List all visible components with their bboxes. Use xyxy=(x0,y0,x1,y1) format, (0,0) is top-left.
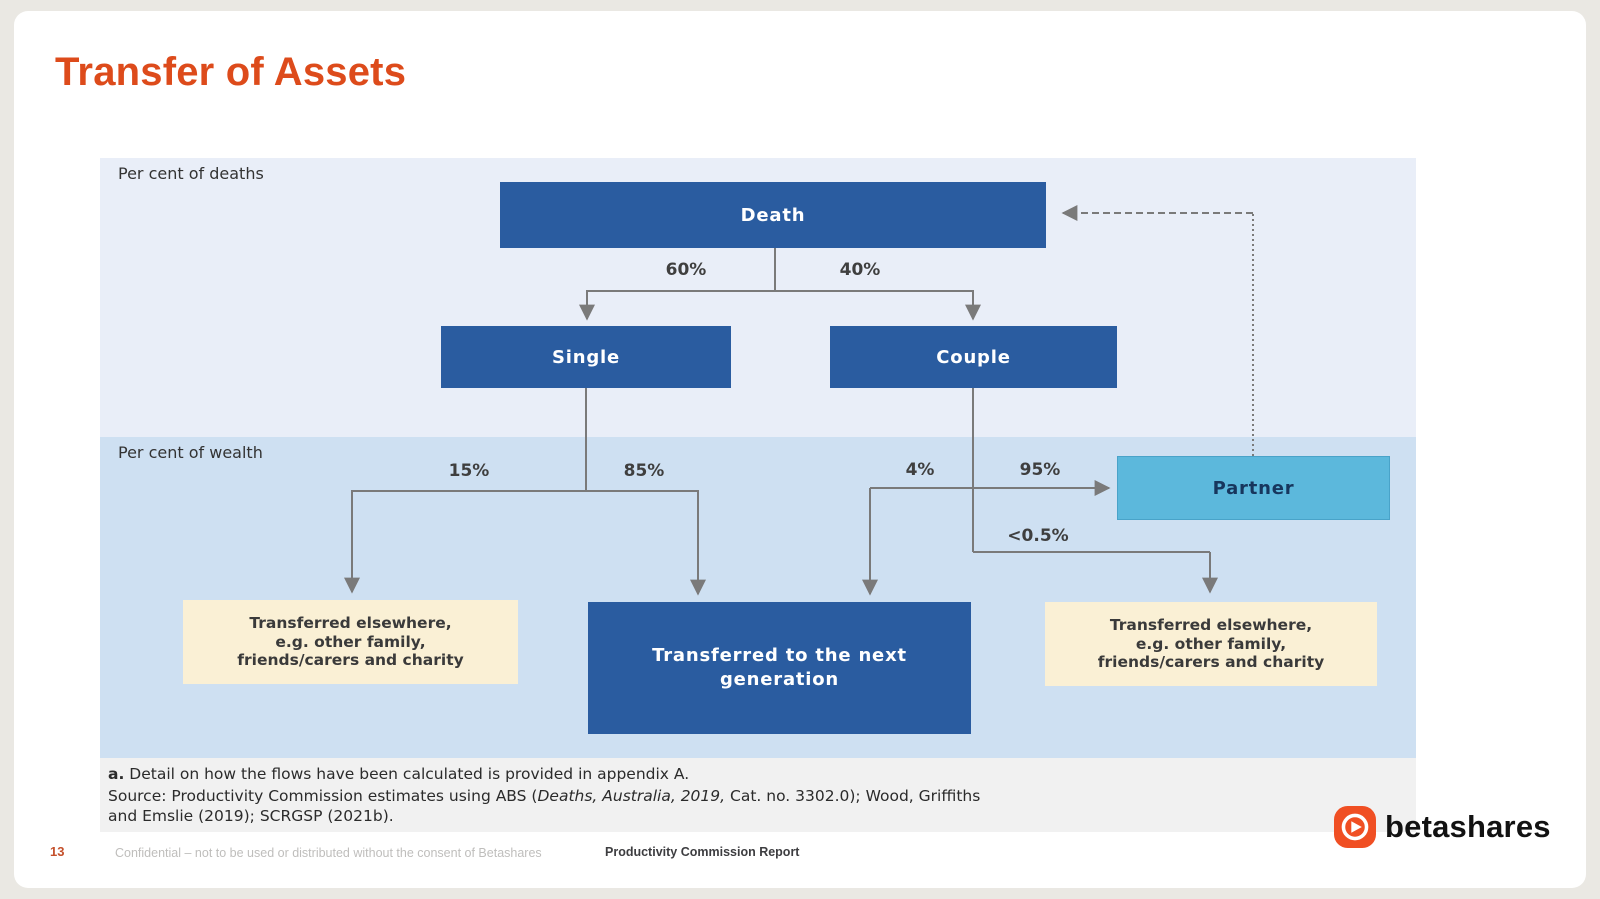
source-suffix: Cat. no. 3302.0); Wood, Griffiths xyxy=(725,787,981,806)
footnote-text: Detail on how the flows have been calcul… xyxy=(124,765,690,783)
section-label-wealth: Per cent of wealth xyxy=(118,443,263,462)
edge-label-95pct: 95% xyxy=(1019,460,1061,480)
page-number: 13 xyxy=(50,844,65,859)
edge-label-40pct: 40% xyxy=(839,260,881,280)
edge-label-less-than-half-pct: <0.5% xyxy=(1007,526,1069,546)
node-single: Single xyxy=(441,326,731,388)
betashares-logo-text: betashares xyxy=(1385,809,1551,844)
report-name: Productivity Commission Report xyxy=(605,845,800,859)
betashares-logo-icon xyxy=(1334,806,1376,848)
node-partner: Partner xyxy=(1117,456,1390,520)
node-transferred-elsewhere-left: Transferred elsewhere, e.g. other family… xyxy=(183,600,518,684)
source-line2: and Emslie (2019); SCRGSP (2021b). xyxy=(108,806,394,825)
source-italic: Deaths, Australia, 2019, xyxy=(537,787,726,806)
node-death: Death xyxy=(500,182,1046,248)
edge-label-15pct: 15% xyxy=(448,461,490,481)
betashares-logo: betashares xyxy=(1334,806,1551,848)
source-prefix: Source: Productivity Commission estimate… xyxy=(108,787,538,806)
node-transferred-elsewhere-right: Transferred elsewhere, e.g. other family… xyxy=(1045,602,1377,686)
node-transferred-next-generation: Transferred to the next generation xyxy=(588,602,971,734)
edge-label-60pct: 60% xyxy=(665,260,707,280)
edge-label-85pct: 85% xyxy=(623,461,665,481)
source-line: Source: Productivity Commission estimate… xyxy=(108,787,1408,826)
section-label-deaths: Per cent of deaths xyxy=(118,164,264,183)
page-title: Transfer of Assets xyxy=(55,50,407,94)
confidential-notice: Confidential – not to be used or distrib… xyxy=(115,846,542,860)
edge-label-4pct: 4% xyxy=(905,460,935,480)
footnote-line: a. Detail on how the flows have been cal… xyxy=(108,765,1408,784)
footnote-block: a. Detail on how the flows have been cal… xyxy=(100,758,1416,833)
footnote-marker: a. xyxy=(108,765,125,783)
node-couple: Couple xyxy=(830,326,1117,388)
